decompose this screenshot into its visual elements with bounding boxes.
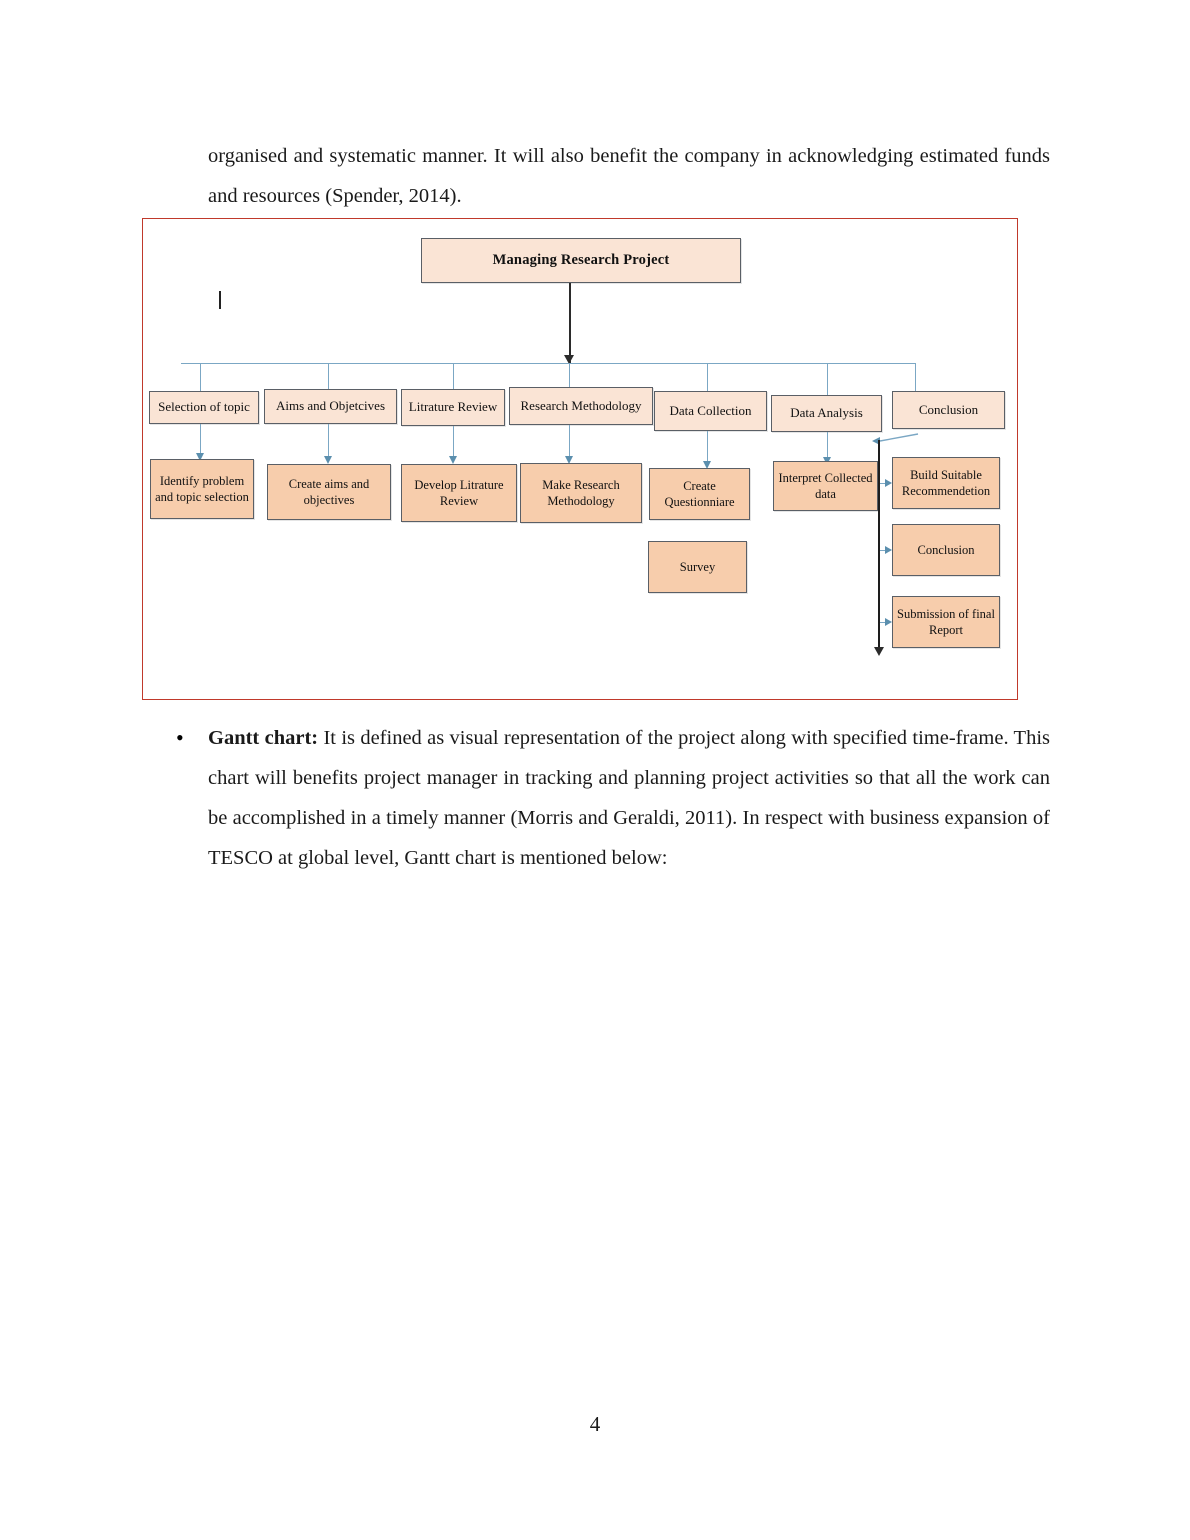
node-label: Survey — [679, 560, 716, 574]
right-rail-line — [878, 440, 880, 652]
node-litrature-review: Litrature Review — [401, 389, 505, 426]
node-label: Research Methodology — [520, 397, 642, 413]
link-arrow-1-icon — [196, 453, 204, 461]
link-line-5 — [707, 431, 709, 464]
drop-line-2 — [328, 363, 330, 397]
diagonal-connector-line — [879, 433, 919, 442]
drop-line-7 — [915, 363, 917, 393]
node-label: Selection of topic — [158, 399, 250, 415]
gantt-chart-bullet: • Gantt chart: It is defined as visual r… — [170, 718, 1050, 878]
node-data-analysis: Data Analysis — [771, 395, 882, 432]
diagram-canvas: Managing Research Project — [143, 219, 1017, 699]
bullet-marker-icon: • — [176, 725, 184, 750]
node-create-questionnaire: Create Questionniare — [649, 468, 750, 520]
node-label: Interpret Collected data — [778, 471, 873, 501]
node-root-managing-research-project: Managing Research Project — [421, 238, 741, 283]
node-label: Conclusion — [917, 543, 975, 557]
link-arrow-5-icon — [703, 461, 711, 469]
drop-line-5 — [707, 363, 709, 397]
feeder-arrow-conclusion-icon — [885, 546, 892, 554]
link-line-2 — [328, 424, 330, 459]
node-label: Submission of final Report — [897, 607, 995, 637]
node-interpret-collected-data: Interpret Collected data — [773, 461, 878, 511]
trunk-vertical-line — [569, 283, 571, 363]
trunk-arrowhead-icon — [564, 355, 574, 364]
node-conclusion-final: Conclusion — [892, 524, 1000, 576]
node-label: Data Collection — [669, 402, 752, 418]
feeder-line-submission — [880, 622, 886, 624]
bullet-lead-label: Gantt chart: — [208, 727, 319, 749]
node-conclusion-level2: Conclusion — [892, 391, 1005, 429]
diagonal-arrowhead-icon — [872, 437, 880, 445]
drop-line-4 — [569, 363, 571, 397]
node-label: Develop Litrature Review — [414, 478, 504, 508]
right-rail-arrowhead-icon — [874, 647, 884, 656]
link-arrow-4-icon — [565, 456, 573, 464]
feeder-line-recommendation — [880, 483, 886, 485]
node-identify-problem: Identify problem and topic selection — [150, 459, 254, 519]
node-aims-and-objectives: Aims and Objetcives — [264, 389, 397, 424]
node-develop-litrature-review: Develop Litrature Review — [401, 464, 517, 522]
drop-line-1 — [200, 363, 202, 397]
link-line-1 — [200, 424, 202, 456]
feeder-line-conclusion — [880, 550, 886, 552]
node-build-suitable-recommendation: Build Suitable Recommendetion — [892, 457, 1000, 509]
horizontal-bus-connector — [181, 363, 916, 365]
node-label: Identify problem and topic selection — [155, 474, 249, 504]
research-process-diagram: Managing Research Project — [142, 218, 1018, 700]
link-line-6 — [827, 432, 829, 460]
node-selection-of-topic: Selection of topic — [149, 391, 259, 424]
node-label: Aims and Objetcives — [275, 398, 386, 414]
node-make-research-methodology: Make Research Methodology — [520, 463, 642, 523]
node-data-collection: Data Collection — [654, 391, 767, 431]
link-arrow-3-icon — [449, 456, 457, 464]
node-create-aims-objectives: Create aims and objectives — [267, 464, 391, 520]
link-arrow-2-icon — [324, 456, 332, 464]
node-survey: Survey — [648, 541, 747, 593]
link-line-3 — [453, 426, 455, 459]
drop-line-6 — [827, 363, 829, 397]
diagonal-connector-overlay — [879, 433, 919, 442]
node-submission-final-report: Submission of final Report — [892, 596, 1000, 648]
bullet-body-text: It is defined as visual representation o… — [208, 727, 1050, 869]
node-label: Conclusion — [918, 401, 979, 417]
node-label: Litrature Review — [408, 399, 498, 415]
node-label: Managing Research Project — [492, 252, 670, 269]
page-number: 4 — [589, 1412, 601, 1436]
node-research-methodology: Research Methodology — [509, 387, 653, 425]
node-label: Data Analysis — [790, 405, 863, 421]
node-label: Build Suitable Recommendetion — [901, 468, 991, 498]
node-label: Create aims and objectives — [288, 477, 370, 507]
paragraph-top: organised and systematic manner. It will… — [208, 145, 1050, 207]
drop-line-3 — [453, 363, 455, 397]
link-line-4 — [569, 425, 571, 459]
bullet-paragraph: Gantt chart: It is defined as visual rep… — [208, 718, 1050, 878]
feeder-arrow-submission-icon — [885, 618, 892, 626]
feeder-arrow-recommendation-icon — [885, 479, 892, 487]
node-label: Create Questionniare — [664, 479, 735, 509]
node-label: Make Research Methodology — [542, 478, 620, 508]
text-cursor-mark — [219, 291, 221, 309]
